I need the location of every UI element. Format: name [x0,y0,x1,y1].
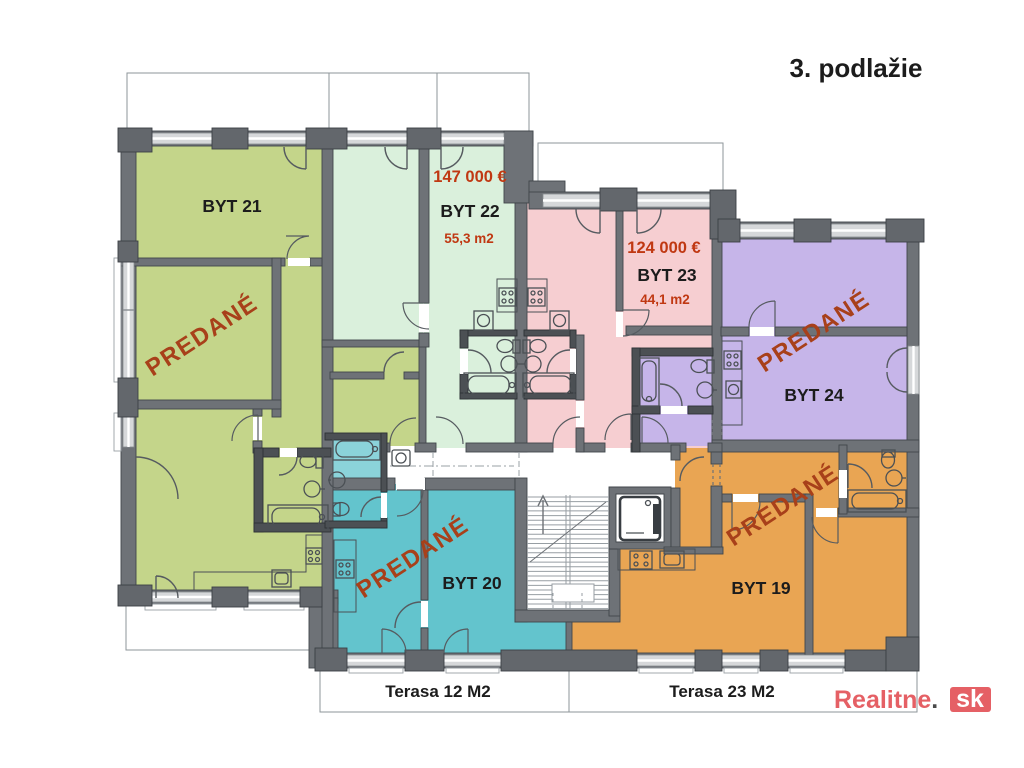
svg-text:BYT 22: BYT 22 [440,201,500,221]
svg-text:BYT 21: BYT 21 [202,196,262,216]
svg-text:3. podlažie: 3. podlažie [790,53,923,83]
svg-text:BYT 23: BYT 23 [637,265,697,285]
svg-text:Terasa 12 M2: Terasa 12 M2 [385,682,491,701]
svg-text:55,3 m2: 55,3 m2 [444,231,494,246]
svg-text:44,1 m2: 44,1 m2 [640,292,690,307]
svg-text:Realitne.: Realitne. [834,686,938,714]
svg-text:sk: sk [956,685,984,713]
svg-text:BYT 24: BYT 24 [784,385,844,405]
svg-text:124 000 €: 124 000 € [627,239,700,257]
svg-text:BYT 20: BYT 20 [442,573,502,593]
svg-text:Terasa 23 M2: Terasa 23 M2 [669,682,775,701]
svg-text:BYT 19: BYT 19 [731,578,791,598]
svg-text:147 000 €: 147 000 € [433,168,506,186]
